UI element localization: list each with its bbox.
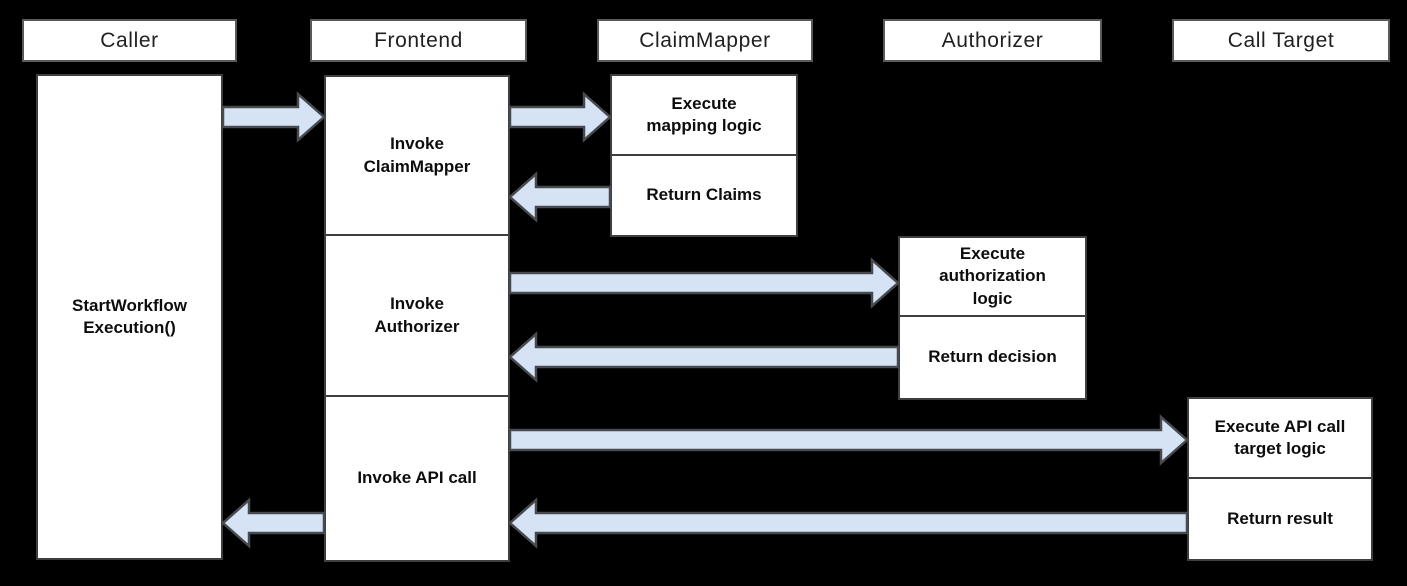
message-arrow-authorizer-to-frontend	[508, 331, 900, 383]
lane-header-calltarget: Call Target	[1172, 19, 1390, 62]
lane-header-claimmapper: ClaimMapper	[597, 19, 813, 62]
activation-return-decision: Return decision	[898, 315, 1087, 400]
lane-header-frontend: Frontend	[310, 19, 527, 62]
message-arrow-claimmapper-to-frontend	[508, 171, 612, 223]
message-arrow-caller-to-frontend	[221, 91, 326, 143]
message-arrow-frontend-to-calltarget	[508, 414, 1189, 466]
activation-start-workflow-execution: StartWorkflow Execution()	[36, 74, 223, 560]
lane-header-authorizer: Authorizer	[883, 19, 1102, 62]
message-arrow-frontend-to-claimmapper	[508, 91, 612, 143]
activation-return-claims: Return Claims	[610, 154, 798, 237]
activation-invoke-api-call: Invoke API call	[324, 395, 510, 562]
message-arrow-calltarget-to-frontend	[508, 497, 1189, 549]
activation-invoke-claimmapper: Invoke ClaimMapper	[324, 75, 510, 236]
activation-execute-authorization-logic: Execute authorization logic	[898, 236, 1087, 317]
lane-header-caller: Caller	[22, 19, 237, 62]
activation-invoke-authorizer: Invoke Authorizer	[324, 234, 510, 397]
message-arrow-frontend-to-caller	[221, 497, 326, 549]
activation-return-result: Return result	[1187, 477, 1373, 561]
message-arrow-frontend-to-authorizer	[508, 257, 900, 309]
activation-execute-api-call-target-logic: Execute API call target logic	[1187, 397, 1373, 479]
activation-execute-mapping-logic: Execute mapping logic	[610, 74, 798, 156]
